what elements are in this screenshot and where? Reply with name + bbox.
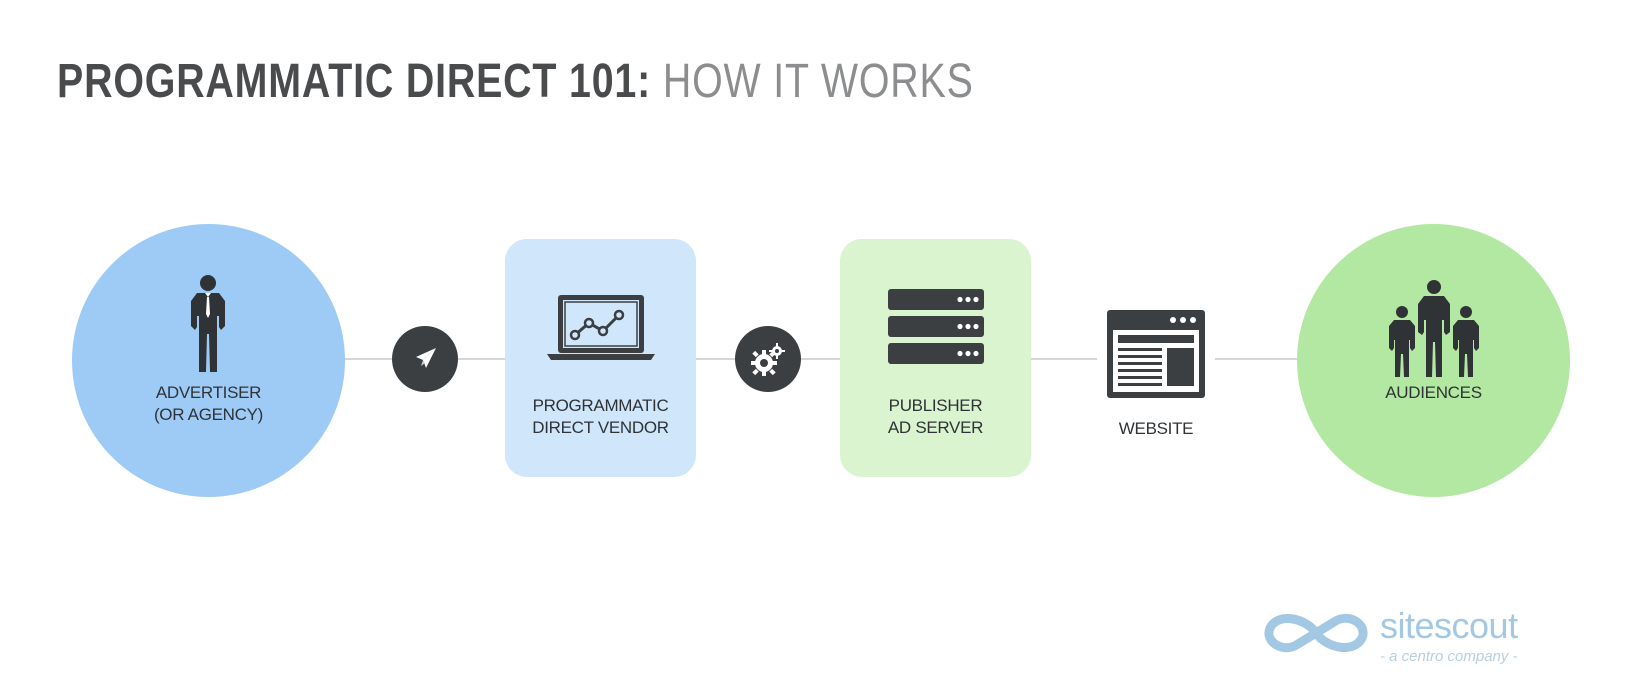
- audiences-label-line1: AUDIENCES: [1385, 383, 1482, 402]
- webpage-icon: [1107, 310, 1205, 398]
- advertiser-label: ADVERTISER (OR AGENCY): [72, 382, 345, 426]
- businessman-icon: [191, 275, 225, 372]
- people-group-icon: [1389, 280, 1479, 377]
- website-label: WEBSITE: [1095, 418, 1217, 440]
- adserver-label: PUBLISHER AD SERVER: [840, 395, 1031, 439]
- adserver-label-line1: PUBLISHER: [888, 396, 983, 415]
- audiences-node: AUDIENCES: [1297, 224, 1570, 497]
- advertiser-label-line2: (OR AGENCY): [153, 405, 264, 424]
- adserver-label-line2: AD SERVER: [887, 418, 984, 437]
- website-node: WEBSITE: [1095, 300, 1217, 460]
- audiences-label: AUDIENCES: [1297, 382, 1570, 404]
- advertiser-label-line1: ADVERTISER: [155, 383, 262, 402]
- vendor-label: PROGRAMMATIC DIRECT VENDOR: [505, 395, 696, 439]
- vendor-label-line1: PROGRAMMATIC: [532, 396, 669, 415]
- title-light: HOW IT WORKS: [662, 55, 974, 108]
- flow-connector-line: [330, 358, 1300, 360]
- title-strong: PROGRAMMATIC DIRECT 101:: [57, 55, 652, 108]
- process-step-badge: [735, 326, 801, 392]
- vendor-label-line2: DIRECT VENDOR: [532, 418, 669, 437]
- server-icon: [888, 289, 984, 364]
- programmatic-direct-vendor-node: PROGRAMMATIC DIRECT VENDOR: [505, 239, 696, 477]
- advertiser-node: ADVERTISER (OR AGENCY): [72, 224, 345, 497]
- infinity-icon: [1264, 613, 1368, 653]
- send-step-badge: [392, 326, 458, 392]
- website-label-line1: WEBSITE: [1118, 419, 1194, 438]
- gears-icon: [751, 343, 785, 376]
- logo-tagline: - a centro company -: [1380, 648, 1518, 665]
- sitescout-logo: sitescout - a centro company -: [1262, 606, 1602, 676]
- laptop-chart-icon: [547, 295, 655, 360]
- page-title: PROGRAMMATIC DIRECT 101: HOW IT WORKS: [57, 52, 974, 112]
- publisher-ad-server-node: PUBLISHER AD SERVER: [840, 239, 1031, 477]
- logo-name: sitescout: [1380, 605, 1518, 646]
- paper-plane-icon: [416, 348, 436, 368]
